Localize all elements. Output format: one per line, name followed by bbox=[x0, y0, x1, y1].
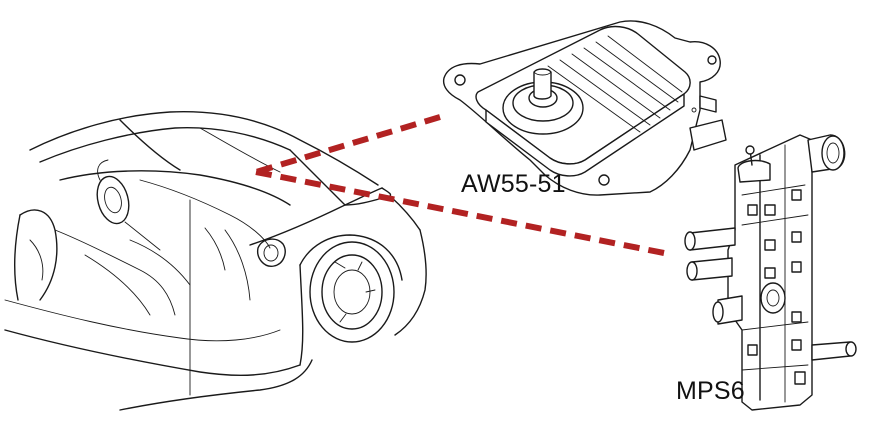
leader-line-mps6 bbox=[255, 169, 665, 256]
aw55-51-module-illustration bbox=[442, 20, 727, 196]
leader-lines bbox=[255, 114, 665, 256]
label-aw55-51: AW55-51 bbox=[461, 170, 566, 198]
leader-line-aw55-51 bbox=[255, 114, 441, 175]
label-mps6: MPS6 bbox=[676, 377, 745, 405]
car-illustration bbox=[4, 111, 427, 411]
mps6-module-illustration bbox=[684, 134, 857, 411]
